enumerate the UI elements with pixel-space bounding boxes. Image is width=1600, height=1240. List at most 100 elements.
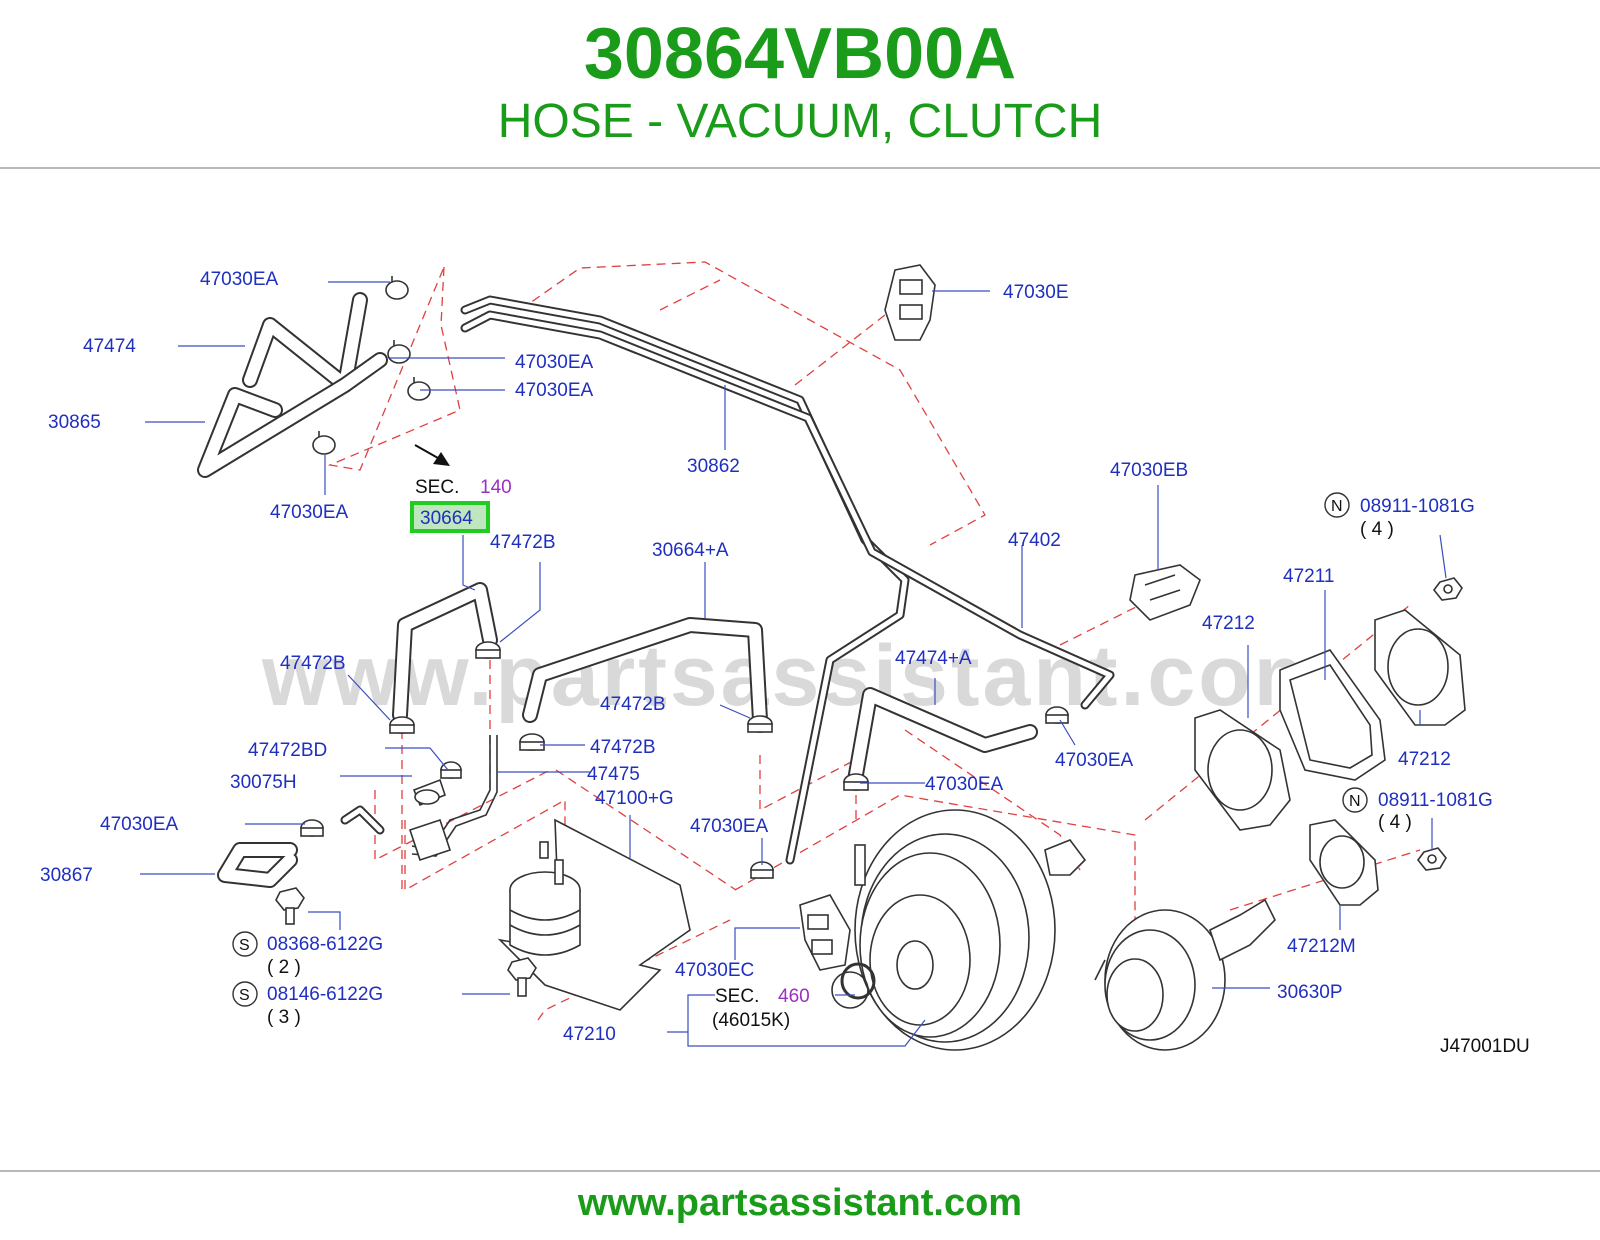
clamp-icon-10 [843, 773, 869, 791]
check-valve-30075h-icon [412, 778, 446, 807]
label-47030ea-1[interactable]: 47030EA [200, 269, 279, 290]
label-47030eb[interactable]: 47030EB [1110, 460, 1188, 481]
clamp-icon-3 [407, 377, 431, 401]
nut-icon-2 [1416, 847, 1447, 871]
label-47030ea-2[interactable]: 47030EA [515, 352, 594, 373]
diagram-code: J47001DU [1440, 1036, 1530, 1057]
leader-lines [140, 281, 1447, 1047]
bracket-47475-icon [408, 735, 498, 862]
clamp-icon-12 [300, 819, 324, 837]
label-47210[interactable]: 47210 [563, 1024, 616, 1045]
label-47212-a[interactable]: 47212 [1202, 613, 1255, 634]
label-47212m[interactable]: 47212M [1287, 936, 1356, 957]
hose-30865 [197, 352, 388, 478]
reservoir-tank-47100g-icon [497, 818, 691, 1011]
label-47472b-1[interactable]: 47472B [490, 532, 556, 553]
badge-s-text-1: S [239, 937, 250, 954]
badge-n-icon-2 [1342, 787, 1368, 813]
clamp-icon-13 [440, 761, 462, 779]
badge-s-icon-1 [232, 931, 258, 957]
hose-30664a [522, 617, 768, 728]
part-number-title: 30864VB00A [583, 14, 1017, 94]
label-08146-qty: ( 3 ) [267, 1007, 301, 1028]
label-30865[interactable]: 30865 [48, 412, 101, 433]
label-47030ea-3[interactable]: 47030EA [515, 380, 594, 401]
label-30075h[interactable]: 30075H [230, 772, 297, 793]
label-47030ec[interactable]: 47030EC [675, 960, 754, 981]
arrow-icon [414, 444, 450, 466]
bracket-47030e-icon [884, 264, 936, 341]
label-47402[interactable]: 47402 [1008, 530, 1061, 551]
label-08911-a[interactable]: 08911-1081G [1360, 496, 1475, 517]
sec-140-number[interactable]: 140 [480, 477, 512, 498]
clamp-icon-1 [385, 276, 409, 300]
nut-icon-1 [1432, 577, 1463, 601]
clamp-icon-9 [1045, 706, 1069, 724]
hose-47474a [847, 687, 1038, 788]
label-30664-highlighted[interactable]: 30664 [420, 508, 473, 529]
clutch-booster-icon [1094, 898, 1276, 1051]
bracket-47030eb-icon [1129, 564, 1201, 621]
label-47474a[interactable]: 47474+A [895, 648, 972, 669]
clamp-icon-6 [389, 716, 415, 734]
badge-s-text-2: S [239, 987, 250, 1004]
footer-url-link[interactable]: www.partsassistant.com [577, 1182, 1023, 1224]
hose-30867 [217, 805, 385, 888]
gasket-47212-left-icon [1194, 709, 1291, 831]
label-47472b-2[interactable]: 47472B [280, 653, 346, 674]
label-47472b-4[interactable]: 47472B [590, 737, 656, 758]
header-divider [0, 167, 1600, 169]
label-47030e[interactable]: 47030E [1003, 282, 1069, 303]
label-47472bd[interactable]: 47472BD [248, 740, 327, 761]
label-08911-b-qty: ( 4 ) [1378, 812, 1412, 833]
label-47030ea-4[interactable]: 47030EA [270, 502, 349, 523]
gasket-47212m-icon [1309, 819, 1379, 906]
parts-diagram-svg: www.partsassistant.com [40, 261, 1530, 1057]
clamp-icon-4 [312, 431, 336, 455]
label-47475[interactable]: 47475 [587, 764, 640, 785]
label-47100g[interactable]: 47100+G [595, 788, 674, 809]
label-08146[interactable]: 08146-6122G [267, 984, 383, 1005]
label-08911-a-qty: ( 4 ) [1360, 519, 1394, 540]
parts-diagram: www.partsassistant.com [0, 170, 1600, 1170]
highlight-box [410, 501, 490, 533]
label-47212-b[interactable]: 47212 [1398, 749, 1451, 770]
hose-30664 [392, 582, 498, 723]
sec-460-prefix: SEC. [715, 986, 759, 1007]
bolt-08368-icon [275, 887, 305, 925]
clamp-icon-5 [475, 641, 501, 659]
label-30867[interactable]: 30867 [40, 865, 93, 886]
label-08911-b[interactable]: 08911-1081G [1378, 790, 1493, 811]
label-30630p[interactable]: 30630P [1277, 982, 1343, 1003]
sec-460-number[interactable]: 460 [778, 986, 810, 1007]
label-47472b-3[interactable]: 47472B [600, 694, 666, 715]
label-47474[interactable]: 47474 [83, 336, 136, 357]
connector-47030ec-icon [799, 894, 851, 971]
vacuum-tube-30862 [460, 295, 1115, 865]
badge-n-text-2: N [1349, 793, 1361, 810]
bolt-08146-icon [507, 957, 537, 997]
hose-47474 [242, 292, 368, 393]
clamp-icon-8 [747, 715, 773, 733]
label-47030ea-6[interactable]: 47030EA [1055, 750, 1134, 771]
clamp-icon-7 [519, 733, 545, 751]
label-08368[interactable]: 08368-6122G [267, 934, 383, 955]
sec-140-prefix: SEC. [415, 477, 459, 498]
part-description: HOSE - VACUUM, CLUTCH [497, 95, 1103, 148]
clamp-icon-2 [387, 340, 411, 364]
label-08368-qty: ( 2 ) [267, 957, 301, 978]
part-labels: 47030EA 47474 30865 47030EA 47030EA 4703… [40, 269, 1530, 1057]
footer-divider [0, 1170, 1600, 1172]
label-47030ea-7[interactable]: 47030EA [100, 814, 179, 835]
brake-booster-icon [831, 809, 1087, 1051]
watermark-text: www.partsassistant.com [261, 628, 1333, 724]
o-ring-icon [840, 962, 876, 1000]
label-47211[interactable]: 47211 [1283, 566, 1334, 587]
badge-s-icon-2 [232, 981, 258, 1007]
label-47030ea-8[interactable]: 47030EA [690, 816, 769, 837]
badge-n-text-1: N [1331, 498, 1343, 515]
label-30862[interactable]: 30862 [687, 456, 740, 477]
page-header: 30864VB00A HOSE - VACUUM, CLUTCH [0, 0, 1600, 168]
label-30664a[interactable]: 30664+A [652, 540, 729, 561]
label-47030ea-5[interactable]: 47030EA [925, 774, 1004, 795]
